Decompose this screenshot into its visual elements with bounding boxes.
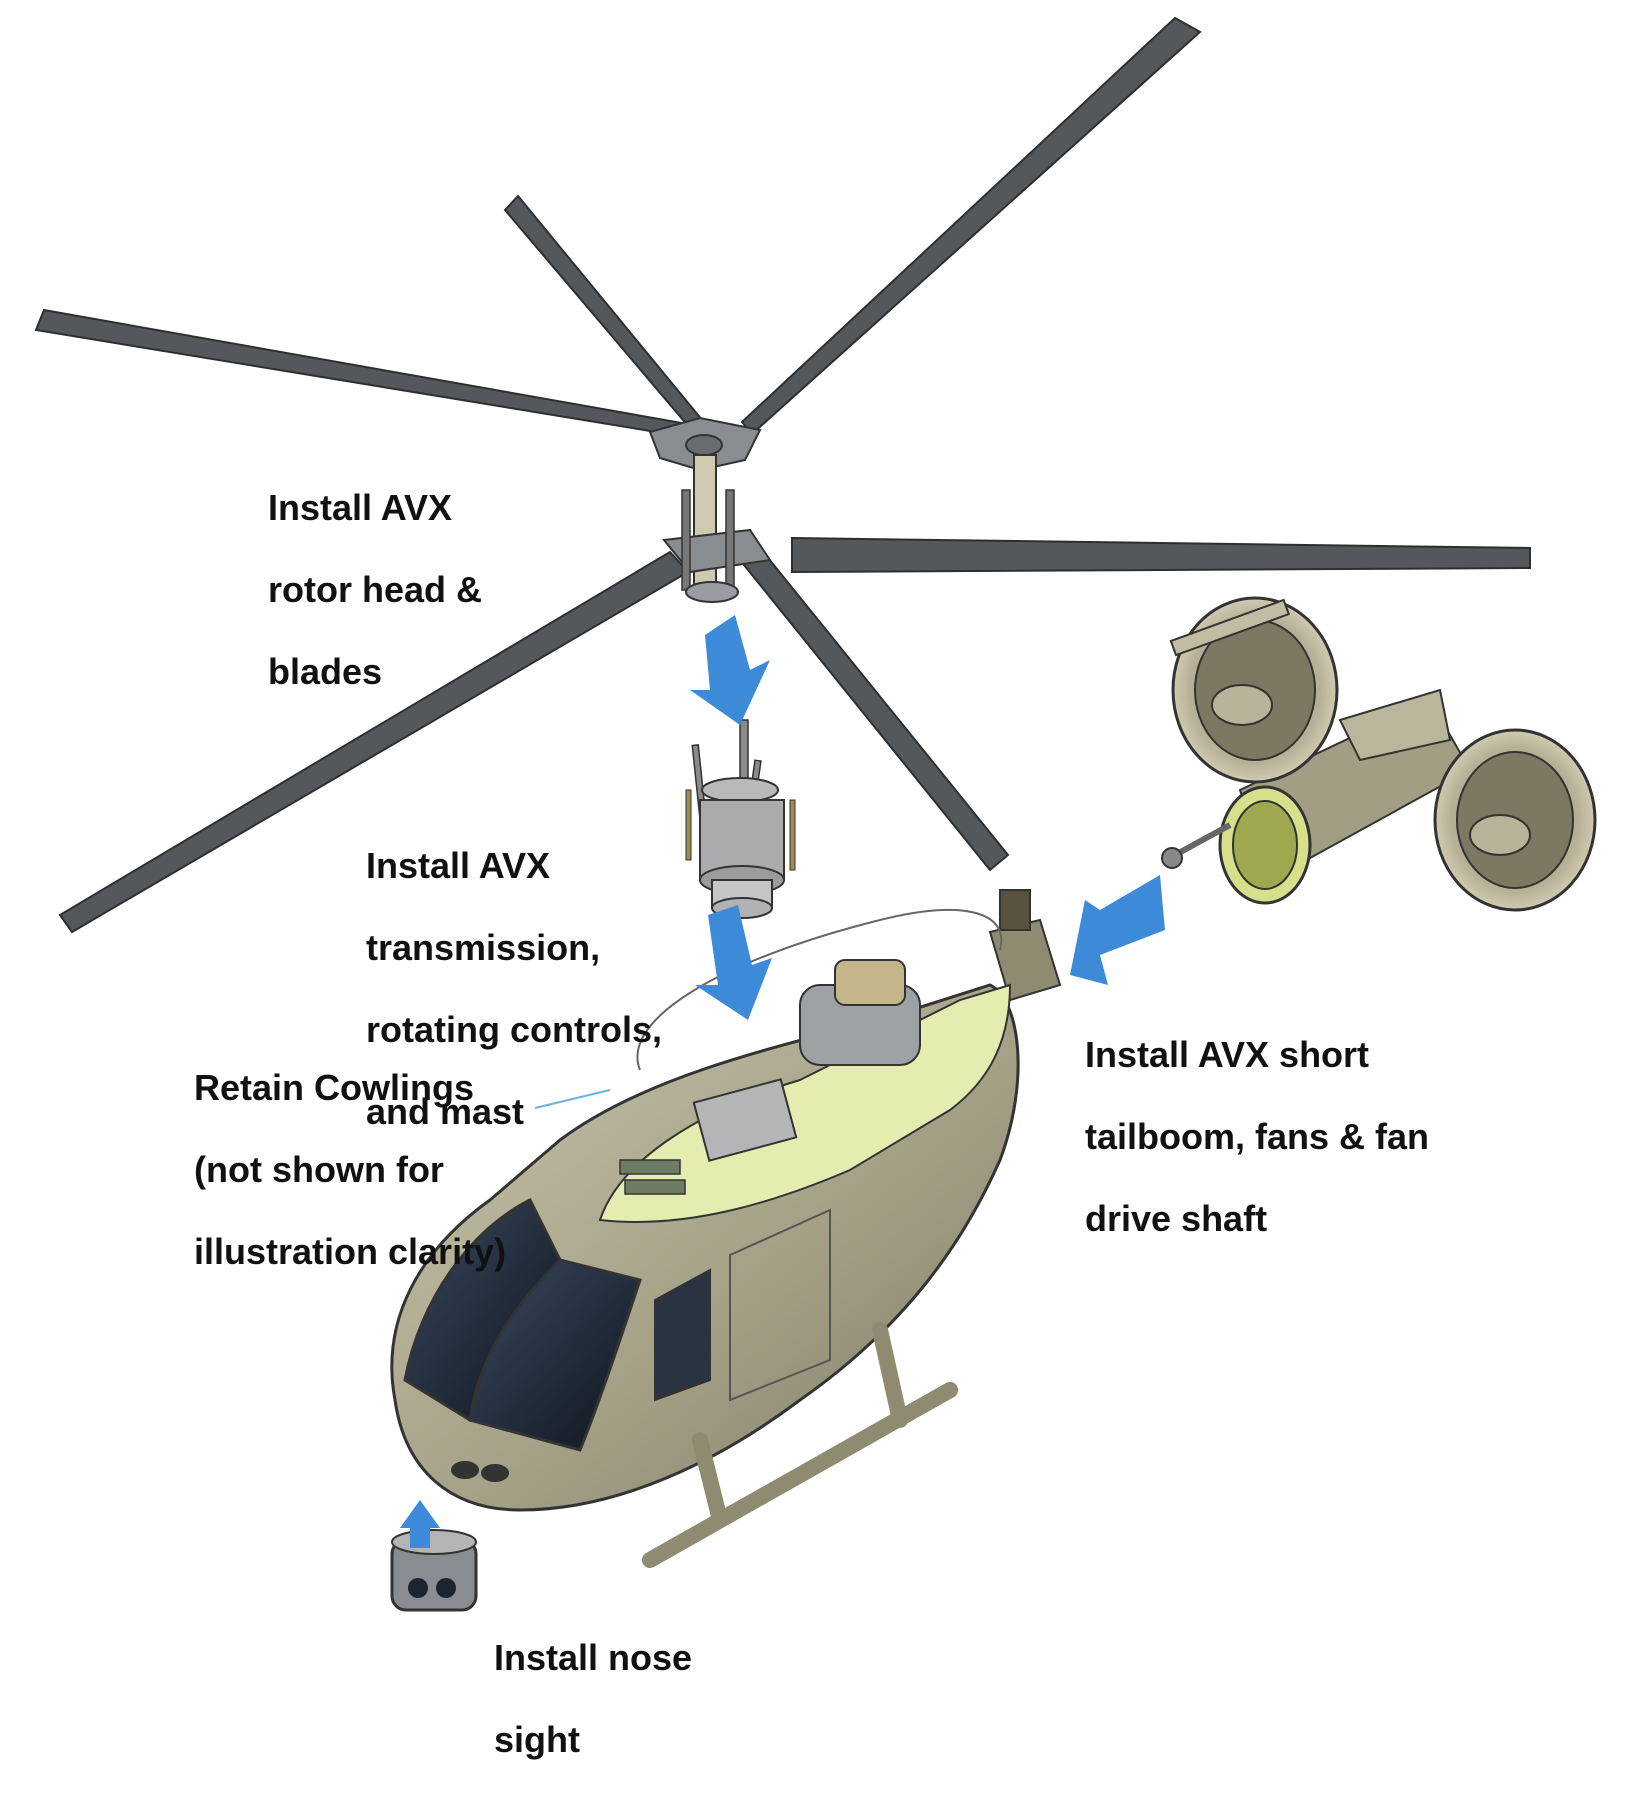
landing-skids [642,1322,958,1568]
label-transmission-line-3: rotating controls, [366,1009,662,1050]
label-transmission-line-2: transmission, [366,927,601,968]
label-transmission-line-1: Install AVX [366,845,551,886]
label-rotor-line-2: rotor head & [268,569,483,610]
fan-drive-shaft [1173,822,1232,858]
label-rotor-line-1: Install AVX [268,487,453,528]
cowlings-leader-line [534,1089,611,1109]
label-tailboom-line-1: Install AVX short [1085,1034,1370,1075]
label-tailboom-line-2: tailboom, fans & fan [1085,1116,1430,1157]
label-tailboom-line-3: drive shaft [1085,1198,1268,1239]
label-transmission-line-4: and mast [366,1091,525,1132]
label-cowlings-line-3: illustration clarity) [194,1231,507,1272]
arrow-nose-up [400,1500,440,1548]
fan-right [1433,728,1597,912]
engine [619,959,921,1195]
transmission-assembly [685,719,796,919]
label-transmission: Install AVX transmission, rotating contr… [366,804,662,1173]
arrow-rotor-down [690,615,770,725]
windscreen [403,1197,711,1452]
label-nose: Install nose sight [494,1596,692,1801]
nose-sight [390,1529,478,1612]
arrow-transmission-down [695,905,772,1020]
rotor-hub [648,416,772,603]
rotor-blade-right [791,536,1531,574]
label-rotor: Install AVX rotor head & blades [268,446,482,733]
helicopter-conversion-diagram [34,16,1597,1612]
rotor-blade-upper-right [740,16,1202,436]
tailboom-fans [1161,596,1597,912]
arrow-tailboom-left [1070,875,1165,985]
label-rotor-line-3: blades [268,651,383,692]
label-tailboom: Install AVX short tailboom, fans & fan d… [1085,993,1429,1280]
fuselage [390,889,1062,1568]
label-cowlings: Retain Cowlings (not shown for illustrat… [194,1026,506,1313]
label-cowlings-line-1: Retain Cowlings [194,1067,475,1108]
install-arrows [400,615,1165,1548]
label-nose-line-2: sight [494,1719,580,1760]
label-nose-line-1: Install nose [494,1637,693,1678]
fan-left [1169,596,1339,784]
label-cowlings-line-2: (not shown for [194,1149,444,1190]
